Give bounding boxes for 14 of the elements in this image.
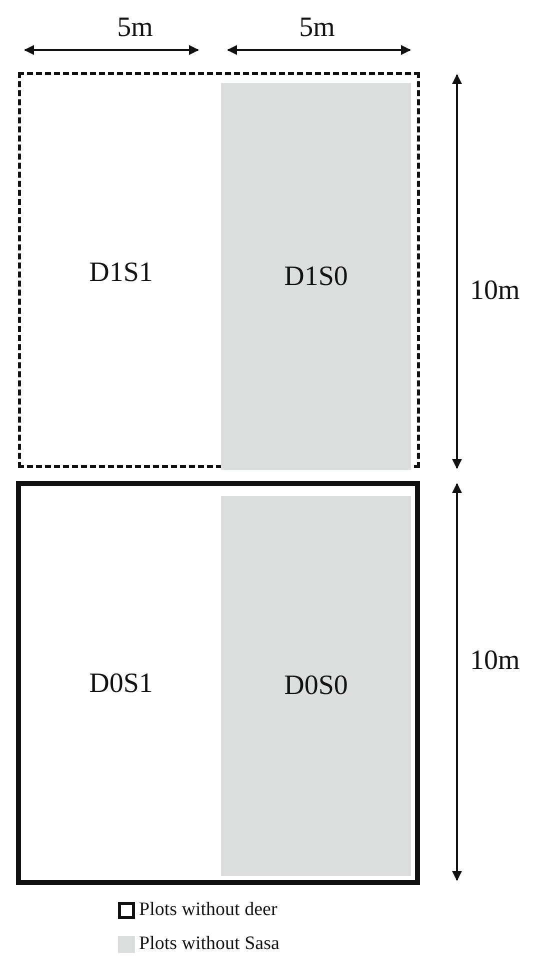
plot-label: D0S1 (89, 668, 153, 700)
dimension-label: 10m (470, 275, 520, 307)
shaded-subplot (221, 83, 411, 470)
legend-text: Plots without Sasa (139, 933, 280, 955)
plot-outline (18, 72, 420, 468)
plot-label: D1S0 (284, 260, 348, 292)
plot-outline (16, 481, 420, 885)
plot-label: D1S1 (89, 257, 153, 289)
shaded-subplot (221, 496, 411, 876)
dimension-label: 5m (299, 12, 335, 44)
dimension-label: 10m (470, 645, 520, 677)
legend-text: Plots without deer (139, 899, 278, 921)
dimension-label: 5m (117, 12, 153, 44)
plot-label: D0S0 (284, 670, 348, 702)
